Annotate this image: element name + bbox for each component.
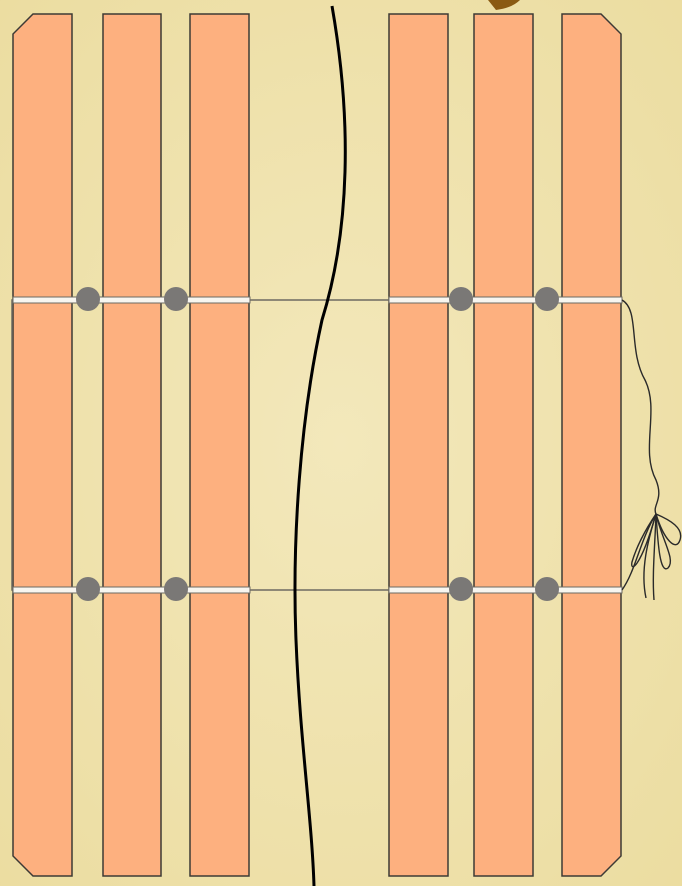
knot-dot <box>76 577 100 601</box>
slat-right-3 <box>562 14 621 876</box>
knot-dot <box>535 577 559 601</box>
knot-dot <box>449 287 473 311</box>
slat-left-1 <box>13 14 72 876</box>
slat-right-2 <box>474 14 533 876</box>
tie-string-bottom-left <box>13 587 250 593</box>
slat-left-3 <box>190 14 249 876</box>
tie-string-top-left <box>13 297 250 303</box>
left-slat-group <box>13 14 249 876</box>
knot-dot <box>76 287 100 311</box>
slat-left-2 <box>103 14 161 876</box>
knot-dot <box>164 287 188 311</box>
slat-right-1 <box>389 14 448 876</box>
right-slat-group <box>389 14 621 876</box>
tie-string-top-right <box>389 297 622 303</box>
tie-string-bottom-right <box>389 587 622 593</box>
knot-dot <box>164 577 188 601</box>
knot-dot <box>535 287 559 311</box>
knot-dot <box>449 577 473 601</box>
